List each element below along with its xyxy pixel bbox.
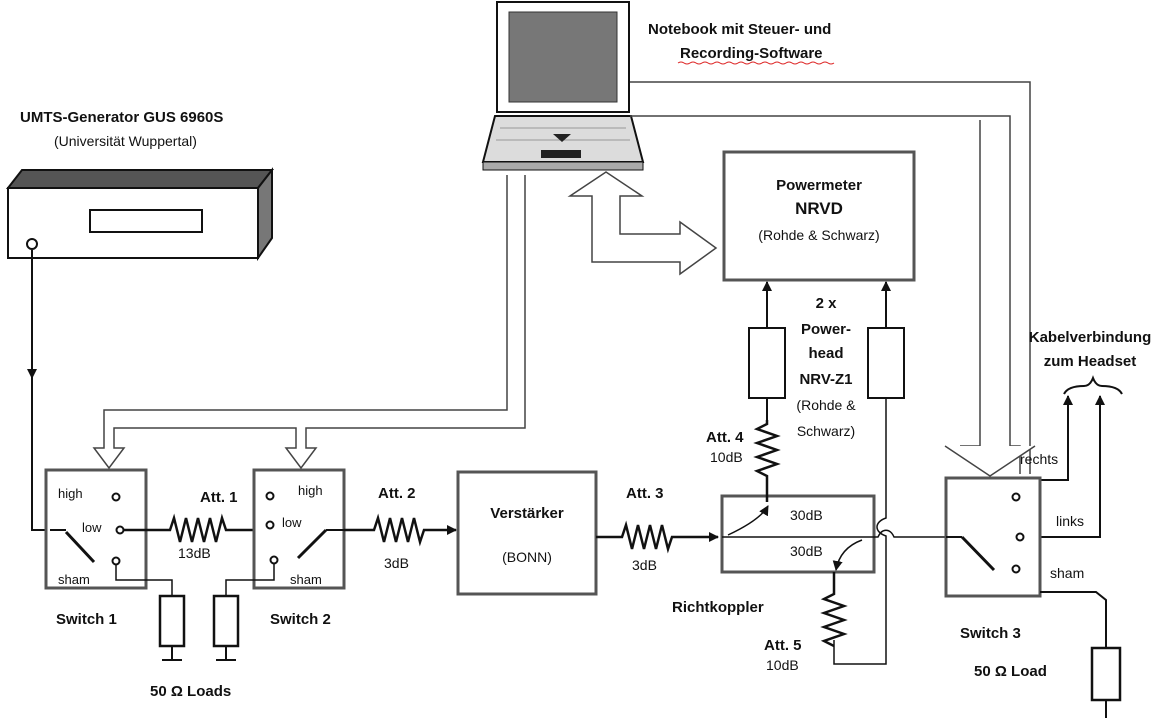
powerhead-label-1: 2 x <box>816 295 838 312</box>
powerhead-label-4: NRV-Z1 <box>799 371 852 388</box>
notebook-icon <box>481 1 645 171</box>
switch3-sham: sham <box>1050 565 1084 581</box>
coupler-db2: 30dB <box>790 543 823 559</box>
att3-value: 3dB <box>632 557 657 573</box>
load-2 <box>212 594 240 648</box>
generator-subtitle: (Universität Wuppertal) <box>54 133 197 149</box>
switch1-name: Switch 1 <box>56 611 117 628</box>
rechts-wire <box>1040 395 1073 481</box>
att5-name: Att. 5 <box>764 637 802 654</box>
att4-resistor <box>753 420 781 502</box>
switch3-links: links <box>1056 513 1084 529</box>
cable-label-line1: Kabelverbindung <box>1029 329 1152 346</box>
cable-label-line2: zum Headset <box>1044 353 1137 370</box>
powerhead-label-3: head <box>808 345 843 362</box>
powerhead-1 <box>748 327 786 399</box>
switch3-name: Switch 3 <box>960 625 1021 642</box>
att5-resistor <box>820 572 848 648</box>
switch2-high: high <box>298 483 323 498</box>
notebook-label-line2: Recording-Software <box>680 45 823 62</box>
switch3-lever <box>960 535 996 572</box>
control-bus-switch12 <box>92 175 526 470</box>
control-bus-switch3-stem <box>960 120 981 447</box>
switch2-name: Switch 2 <box>270 611 331 628</box>
powermeter-title: Powermeter <box>776 177 862 194</box>
att1-value: 13dB <box>178 545 211 561</box>
amplifier-box <box>456 470 598 596</box>
generator-title: UMTS-Generator GUS 6960S <box>20 109 223 126</box>
coupler-db1: 30dB <box>790 507 823 523</box>
generator-to-switch1-wire <box>31 378 50 531</box>
switch1-sham: sham <box>58 572 90 587</box>
switch2-sham: sham <box>290 572 322 587</box>
powerhead-2-return-wire <box>833 398 887 665</box>
load-3 <box>1090 646 1122 702</box>
powermeter-box <box>722 150 916 282</box>
powermeter-maker: (Rohde & Schwarz) <box>758 227 879 243</box>
att1-resistor <box>124 513 266 543</box>
switch1-high: high <box>58 486 83 501</box>
switch2-low: low <box>282 515 302 530</box>
control-bus-switch3-arrowhead <box>944 445 1036 477</box>
coupler-box <box>720 494 876 574</box>
powermeter-model: NRVD <box>795 199 843 218</box>
load3-label: 50 Ω Load <box>974 663 1047 680</box>
amplifier-title: Verstärker <box>490 505 564 522</box>
switch3-rechts: rechts <box>1020 451 1058 467</box>
load-1 <box>158 594 186 648</box>
att4-value: 10dB <box>710 449 743 465</box>
att3-resistor <box>596 520 719 554</box>
coupler-label: Richtkoppler <box>672 599 764 616</box>
loads-label: 50 Ω Loads <box>150 683 231 700</box>
att5-value: 10dB <box>766 657 799 673</box>
powerhead-label-5: (Rohde & <box>796 397 856 413</box>
bidirectional-data-arrow <box>567 171 718 276</box>
links-wire <box>1040 395 1105 538</box>
switch1-low: low <box>82 520 102 535</box>
powerhead-label-6: Schwarz) <box>797 423 855 439</box>
att4-name: Att. 4 <box>706 429 744 446</box>
notebook-label-line1: Notebook mit Steuer- und <box>648 21 831 38</box>
att3-name: Att. 3 <box>626 485 664 502</box>
generator-device-icon <box>5 167 275 262</box>
amplifier-sub: (BONN) <box>502 549 552 565</box>
headset-brace <box>1063 375 1123 395</box>
att2-name: Att. 2 <box>378 485 416 502</box>
switch2-lever <box>296 528 328 560</box>
powerhead-2 <box>867 327 905 399</box>
att2-resistor <box>344 513 457 547</box>
powerhead-label-2: Power- <box>801 321 851 338</box>
att2-value: 3dB <box>384 555 409 571</box>
switch1-lever <box>64 530 96 564</box>
att1-name: Att. 1 <box>200 489 238 506</box>
